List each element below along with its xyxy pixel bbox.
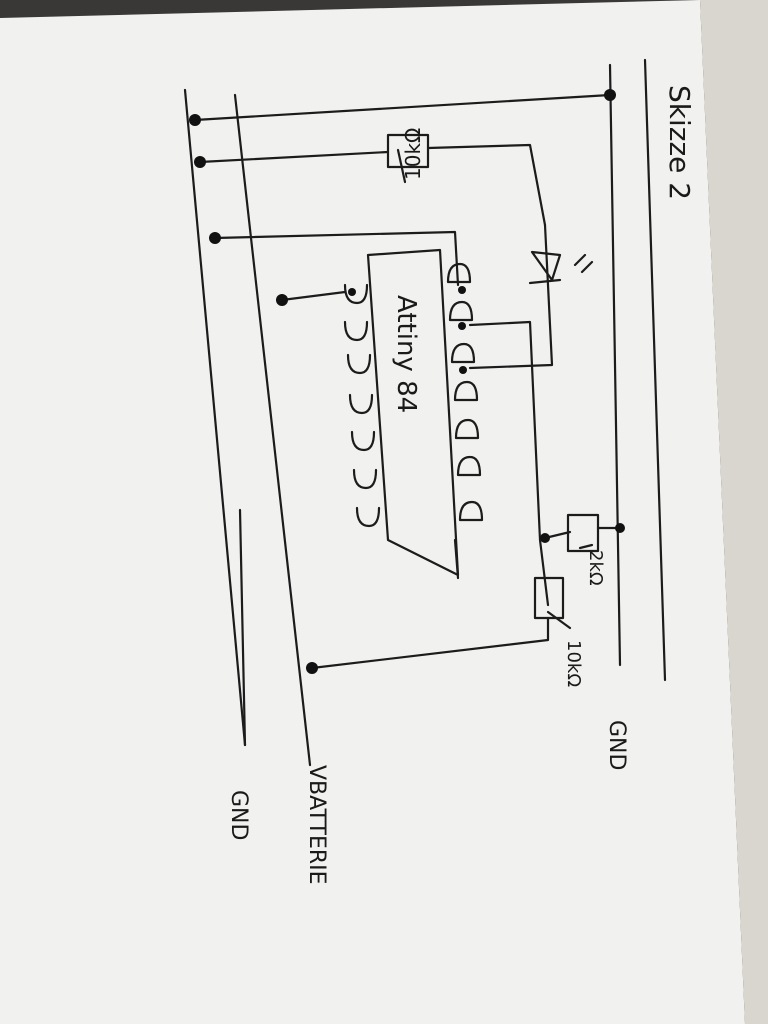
led-symbol xyxy=(528,250,594,285)
chip-pins-right xyxy=(446,262,484,522)
gnd-rail-right xyxy=(608,63,622,667)
gnd-rail-left-end xyxy=(238,508,247,747)
chip-pins-left xyxy=(343,283,381,528)
wire-pin-loop xyxy=(468,320,550,607)
rail-right-label: GND xyxy=(604,720,629,770)
chip-pin-tail xyxy=(453,538,460,580)
resistor-bottom-label: 10kΩ xyxy=(563,640,584,687)
resistor-10k-bottom xyxy=(533,576,565,620)
junction-dots xyxy=(189,89,625,674)
chip-label: Attiny 84 xyxy=(391,295,421,413)
gnd-rail-left xyxy=(183,88,247,747)
wire-top xyxy=(193,93,612,122)
resistor-top-label: 10kΩ xyxy=(401,128,425,180)
wire-chip-top xyxy=(213,230,460,287)
vbatterie-rail xyxy=(233,93,312,767)
wire-vbat-chip xyxy=(280,290,347,302)
sketch-title: Skizze 2 xyxy=(663,85,696,200)
wire-resistor-top xyxy=(198,143,547,227)
wire-bottom xyxy=(310,616,550,670)
rail-left-top-label: VBATTERIE xyxy=(304,765,329,885)
rail-left-bottom-label: GND xyxy=(226,790,251,840)
frame-line-right xyxy=(643,58,667,682)
resistor-10k-top xyxy=(386,133,430,169)
resistor-2k xyxy=(566,513,600,553)
circuit-drawing xyxy=(183,58,667,767)
resistor-mid-label: 2kΩ xyxy=(585,550,606,586)
paper-shadow xyxy=(700,0,768,1024)
